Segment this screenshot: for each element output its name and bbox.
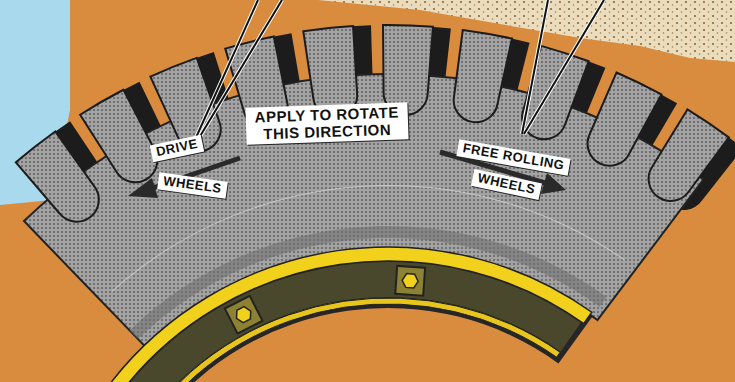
label-text: WHEELS bbox=[162, 174, 222, 197]
tread-lug bbox=[16, 132, 99, 222]
tread-lug bbox=[383, 25, 433, 115]
label-text: APPLY TO ROTATE THIS DIRECTION bbox=[250, 103, 403, 143]
bolt-plate bbox=[395, 266, 425, 296]
label-text: DRIVE bbox=[155, 137, 199, 160]
label-box: WHEELS bbox=[471, 169, 542, 200]
rim-web bbox=[123, 262, 580, 382]
arrow-head bbox=[128, 178, 158, 198]
label-box: DRIVE bbox=[150, 135, 205, 162]
tread-lug bbox=[649, 109, 729, 201]
wheel-bolt bbox=[395, 266, 425, 296]
bolt-nut bbox=[233, 305, 254, 325]
tread-lug bbox=[588, 73, 662, 166]
leader-lines bbox=[194, 0, 604, 143]
bolt-plate bbox=[225, 296, 263, 334]
label-box: WHEELS bbox=[157, 172, 227, 198]
tread-lug bbox=[80, 90, 157, 183]
tread-lug bbox=[522, 46, 589, 139]
label-box: APPLY TO ROTATE THIS DIRECTION bbox=[245, 102, 408, 144]
leader-line bbox=[524, 0, 604, 134]
tread-lug bbox=[454, 30, 512, 122]
tire bbox=[16, 25, 735, 382]
label-text: WHEELS bbox=[476, 171, 536, 198]
bolt-nut bbox=[402, 273, 419, 288]
wheel-bolt bbox=[225, 296, 263, 334]
arrow-head bbox=[541, 173, 566, 194]
